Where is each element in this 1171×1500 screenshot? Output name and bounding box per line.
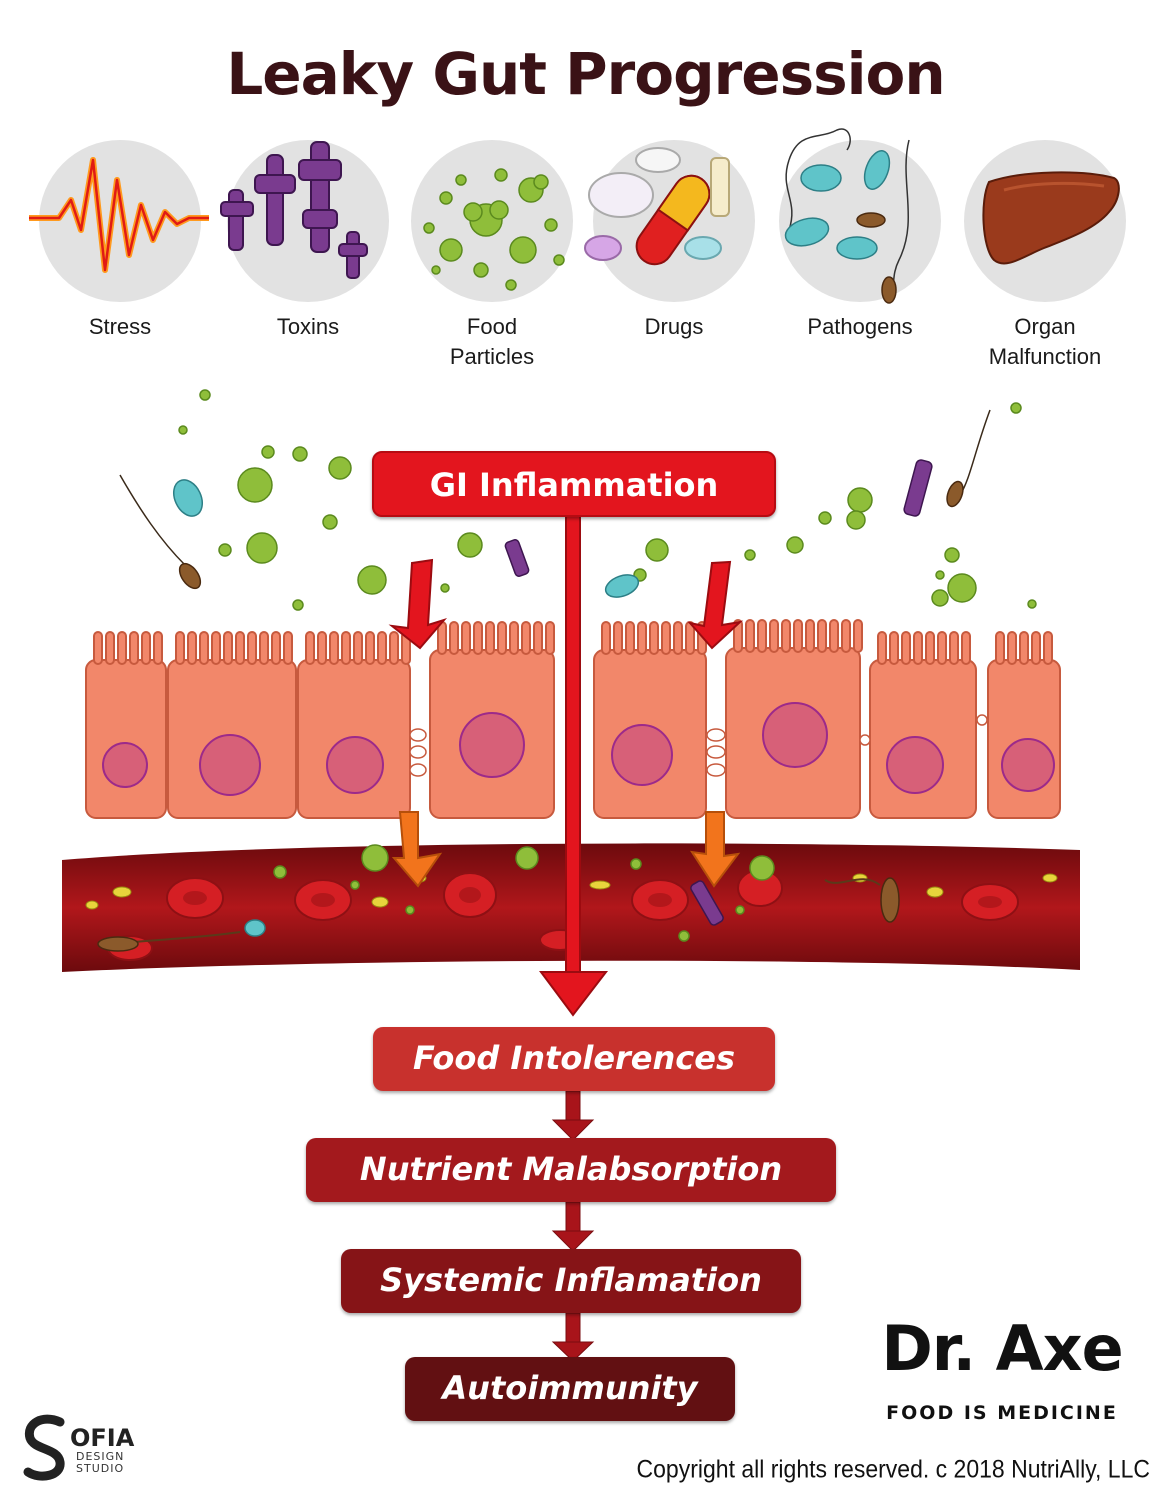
intestinal-lining-scene: [62, 389, 1080, 1017]
cause-circle: [29, 140, 209, 302]
cause-label: Drugs: [644, 314, 704, 339]
studio-name: OFIA: [70, 1424, 135, 1452]
food-particles-icon: [423, 168, 565, 291]
food-particles: [178, 389, 1037, 942]
gi-inflammation-box: GI Inflammation: [372, 451, 776, 517]
toxin-molecules-icon: [220, 141, 368, 279]
pills-icon: [584, 147, 730, 266]
cause-label: Organ Malfunction: [988, 314, 1102, 369]
stress-zigzag-icon: [29, 157, 209, 273]
flow-step-nutrient-malabsorption: Nutrient Malabsorption: [306, 1138, 836, 1202]
orange-absorption-arrows: [391, 811, 741, 888]
cause-circle: [964, 140, 1126, 302]
cause-food-particles: Food Particles: [402, 140, 582, 372]
cause-toxins: Toxins: [218, 140, 398, 342]
cause-label: Food Particles: [449, 314, 535, 369]
cause-label: Stress: [88, 314, 152, 339]
cause-label: Toxins: [276, 314, 340, 339]
liver-icon: [982, 171, 1120, 265]
cause-circle: [220, 140, 389, 302]
studio-s-logo-icon: [23, 1414, 65, 1481]
flow-step-autoimmunity: Autoimmunity: [405, 1357, 735, 1421]
cause-stress: Stress: [29, 140, 210, 342]
cell-nuclei: [102, 702, 1055, 796]
cause-drugs: Drugs: [584, 140, 764, 342]
cause-circle: [779, 128, 941, 304]
flow-step-systemic-inflamation: Systemic Inflamation: [341, 1249, 801, 1313]
bacteria-icon: [784, 128, 910, 304]
cause-organ-malfunction: Organ Malfunction: [955, 140, 1135, 372]
studio-subtitle: DESIGN STUDIO: [76, 1450, 125, 1475]
copyright-notice: Copyright all rights reserved. c 2018 Nu…: [636, 1454, 1150, 1483]
flow-step-food-intolerences: Food Intolerences: [373, 1027, 775, 1091]
cause-circle: [584, 140, 755, 302]
red-entry-arrows: [388, 558, 744, 650]
brand-tagline: FOOD IS MEDICINE: [886, 1402, 1118, 1424]
brand-logo-name: Dr. Axe: [881, 1312, 1123, 1385]
cause-circle: [411, 140, 573, 302]
cause-label: Pathogens: [807, 314, 913, 339]
cause-pathogens: Pathogens: [770, 128, 950, 342]
page-title: Leaky Gut Progression: [226, 40, 945, 108]
